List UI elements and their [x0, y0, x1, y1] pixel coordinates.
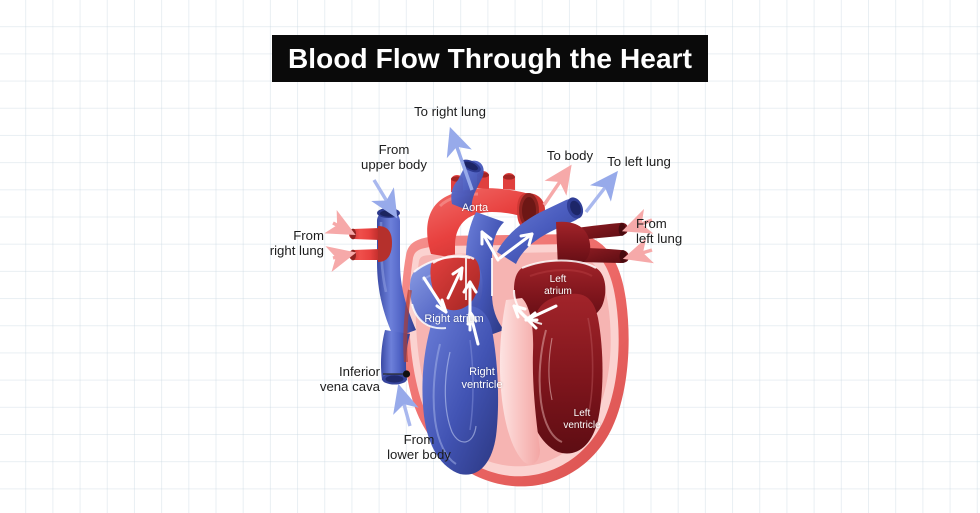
label-from-upper-body: From upper body: [361, 142, 427, 172]
label-from-right-lung: From right lung: [269, 228, 324, 258]
left-ventricle-chamber: [525, 293, 603, 454]
page-title-bar: Blood Flow Through the Heart: [272, 35, 708, 82]
label-to-left-lung: To left lung: [607, 154, 671, 169]
label-to-body: To body: [546, 148, 594, 163]
label-from-left-lung: From left lung: [636, 216, 683, 246]
right-ventricle-chamber: [422, 305, 499, 475]
inferior-vena-cava-vessel: [381, 330, 410, 385]
label-to-right-lung: To right lung: [414, 104, 486, 119]
right-pulmonary-veins: [349, 226, 392, 262]
coronary-artery: [403, 289, 412, 363]
label-from-lower-body: From lower body: [387, 432, 451, 462]
label-inferior-vena-cava: Inferior vena cava: [319, 364, 380, 394]
page-title: Blood Flow Through the Heart: [287, 42, 693, 74]
interventricular-septum: [499, 298, 540, 465]
left-pulmonary-veins: [556, 221, 629, 269]
internal-flow-arrows: [422, 230, 558, 346]
